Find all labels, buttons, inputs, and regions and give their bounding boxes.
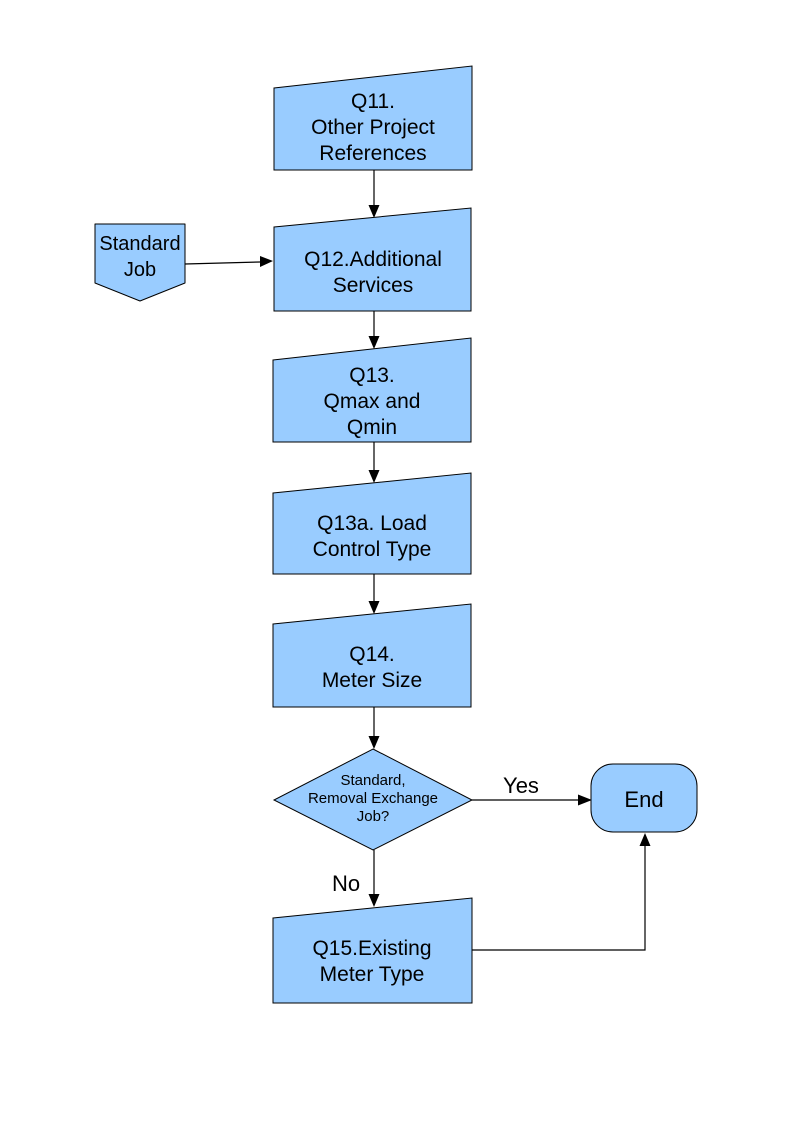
node-end: End bbox=[590, 763, 698, 833]
node-q13a-label-line2: Control Type bbox=[313, 538, 432, 561]
edge-q12-q13 bbox=[368, 311, 380, 349]
edge-q11-q12 bbox=[368, 170, 380, 218]
node-standard-job: Standard Job bbox=[94, 223, 186, 302]
node-q13a-label-line1: Q13a. Load bbox=[317, 512, 427, 535]
node-end-shape bbox=[590, 763, 698, 833]
edge-q13-q13a bbox=[368, 442, 380, 483]
edge-standardjob-q12 bbox=[184, 256, 273, 267]
node-q14-label-line1: Q14. bbox=[349, 643, 395, 666]
node-q12-shape bbox=[273, 207, 472, 312]
node-q13: Q13. Qmax and Qmin bbox=[272, 337, 472, 443]
node-q14-shape bbox=[272, 603, 472, 708]
node-q13a: Q13a. Load Control Type bbox=[272, 472, 472, 575]
node-decision-label-line2: Removal Exchange bbox=[308, 790, 438, 807]
edge-label-no: No bbox=[332, 871, 360, 896]
edge-q13a-q14 bbox=[368, 574, 380, 614]
node-decision-shape bbox=[272, 748, 474, 851]
edge-q13a-q14-arrowhead bbox=[368, 601, 380, 614]
node-q13a-shape bbox=[272, 472, 472, 575]
node-decision-label-line1: Standard, bbox=[340, 772, 405, 789]
node-q13-label-line3: Qmin bbox=[347, 416, 397, 439]
edge-q15-end-line bbox=[472, 846, 646, 951]
node-q13-label-line1: Q13. bbox=[349, 364, 395, 387]
edge-q15-end bbox=[472, 833, 651, 951]
edge-label-yes: Yes bbox=[503, 773, 539, 798]
node-q13-label-line2: Qmax and bbox=[324, 390, 421, 413]
edge-decision-end-arrowhead bbox=[578, 794, 592, 806]
node-q14-label-line2: Meter Size bbox=[322, 669, 422, 692]
edge-q14-decision-arrowhead bbox=[368, 736, 380, 749]
edge-decision-end-yes: Yes bbox=[472, 773, 592, 806]
node-q12: Q12.Additional Services bbox=[273, 207, 472, 312]
edge-standardjob-q12-arrowhead bbox=[260, 256, 273, 267]
node-q15-label-line1: Q15.Existing bbox=[312, 937, 431, 960]
node-decision-label-line3: Job? bbox=[357, 808, 390, 825]
node-q15: Q15.Existing Meter Type bbox=[272, 897, 473, 1004]
node-q12-label-line1: Q12.Additional bbox=[304, 248, 442, 271]
edge-q14-decision bbox=[368, 707, 380, 749]
node-standard-job-shape bbox=[94, 223, 186, 302]
node-q11-label-line3: References bbox=[319, 142, 426, 165]
edge-q11-q12-arrowhead bbox=[368, 205, 380, 218]
node-q15-label-line2: Meter Type bbox=[320, 963, 425, 986]
node-standard-job-label-line1: Standard bbox=[99, 233, 180, 255]
edge-q15-end-arrowhead bbox=[639, 833, 651, 846]
edge-q13-q13a-arrowhead bbox=[368, 470, 380, 483]
node-q11-label-line1: Q11. bbox=[351, 90, 395, 113]
edge-q12-q13-arrowhead bbox=[368, 336, 380, 349]
node-q13-shape bbox=[272, 337, 472, 443]
node-q11: Q11. Other Project References bbox=[273, 65, 473, 171]
node-q15-shape bbox=[272, 897, 473, 1004]
node-q14: Q14. Meter Size bbox=[272, 603, 472, 708]
edge-decision-q15-arrowhead bbox=[368, 894, 380, 907]
node-end-label: End bbox=[624, 787, 663, 812]
node-decision: Standard, Removal Exchange Job? bbox=[272, 748, 474, 851]
node-q12-label-line2: Services bbox=[333, 274, 414, 297]
node-standard-job-label-line2: Job bbox=[124, 259, 156, 281]
node-q11-shape bbox=[273, 65, 473, 171]
edge-standardjob-q12-line bbox=[184, 261, 261, 265]
node-q11-label-line2: Other Project bbox=[311, 116, 435, 139]
edge-decision-q15-no: No bbox=[332, 850, 380, 907]
